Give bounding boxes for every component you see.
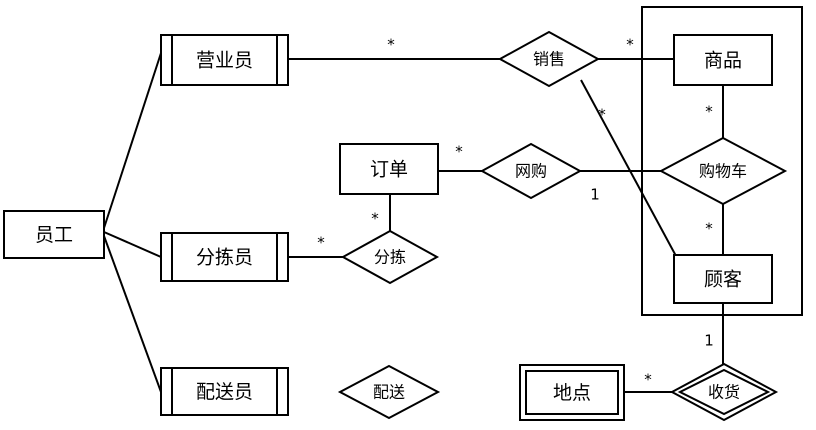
relationship-cart[interactable]: 购物车 xyxy=(658,136,788,206)
cardinalities-layer: * * * * 1 * * * * 1 * xyxy=(317,36,714,389)
relationship-label: 收货 xyxy=(708,383,740,402)
relationship-label: 购物车 xyxy=(699,162,747,181)
entity-box-outline xyxy=(160,34,289,86)
entity-label: 员工 xyxy=(35,224,73,246)
cardinality-card-order-sorting: * xyxy=(371,210,379,228)
cardinality-card-sale-customer: * xyxy=(598,106,606,124)
entity-location[interactable]: 地点 xyxy=(519,364,625,421)
relationship-label: 配送 xyxy=(373,383,405,402)
entity-box-outline xyxy=(160,367,289,416)
connections-layer xyxy=(103,52,724,393)
cardinality-card-customer-receive: 1 xyxy=(704,332,714,350)
cardinality-card-product-cart: * xyxy=(705,103,713,121)
cardinality-card-location-receive: * xyxy=(644,371,652,389)
entity-box-outline xyxy=(519,364,625,421)
entity-box-outline xyxy=(3,210,105,259)
entity-box-outline xyxy=(339,143,439,195)
entity-employee[interactable]: 员工 xyxy=(3,210,105,259)
entity-courier[interactable]: 配送员 xyxy=(160,367,289,416)
weak-entity-inner-box xyxy=(525,370,619,415)
entity-label: 顾客 xyxy=(704,269,742,291)
relationship-diamond-outline xyxy=(340,229,440,285)
relationship-sorting[interactable]: 分拣 xyxy=(340,229,440,285)
entity-customer[interactable]: 顾客 xyxy=(673,254,773,304)
relationship-label: 销售 xyxy=(533,50,565,69)
relationship-online[interactable]: 网购 xyxy=(479,142,583,200)
group-box-customer-domain-group xyxy=(641,6,803,316)
relationship-label: 网购 xyxy=(515,162,547,181)
entity-clerk[interactable]: 营业员 xyxy=(160,34,289,86)
entity-order[interactable]: 订单 xyxy=(339,143,439,195)
connector-employee-courier xyxy=(103,235,162,393)
entity-label: 商品 xyxy=(704,50,742,72)
entity-box-outline xyxy=(160,232,289,282)
entity-product[interactable]: 商品 xyxy=(673,34,773,86)
cardinality-card-online-cart: 1 xyxy=(590,186,600,204)
group-box-layer xyxy=(641,6,803,316)
entity-label: 地点 xyxy=(553,382,591,404)
cardinality-card-cart-customer: * xyxy=(705,220,713,238)
connector-employee-sorter xyxy=(103,231,162,258)
entity-label: 分拣员 xyxy=(196,247,253,269)
cardinality-card-clerk-sale: * xyxy=(387,36,395,54)
cardinality-card-sale-product: * xyxy=(626,36,634,54)
identifying-relationship-inner-diamond xyxy=(677,368,771,416)
connector-sale-customer xyxy=(580,79,677,257)
relationship-diamond-outline xyxy=(337,364,441,420)
relationship-diamond-outline xyxy=(479,142,583,200)
entity-sorter[interactable]: 分拣员 xyxy=(160,232,289,282)
entity-label: 配送员 xyxy=(196,381,253,403)
relationship-sale[interactable]: 销售 xyxy=(497,30,601,88)
relationship-diamond-outline xyxy=(497,30,601,88)
cardinality-card-order-online: * xyxy=(455,143,463,161)
entity-box-outline xyxy=(673,254,773,304)
entity-box-outline xyxy=(673,34,773,86)
entity-label: 营业员 xyxy=(196,50,253,72)
cardinality-card-sorter-sorting: * xyxy=(317,234,325,252)
relationship-delivery[interactable]: 配送 xyxy=(337,364,441,420)
entity-label: 订单 xyxy=(370,159,408,181)
relationship-receive[interactable]: 收货 xyxy=(669,362,779,422)
relationship-diamond-outline xyxy=(669,362,779,422)
relationship-label: 分拣 xyxy=(374,248,406,267)
connector-employee-clerk xyxy=(103,52,162,229)
relationship-diamond-outline xyxy=(658,136,788,206)
